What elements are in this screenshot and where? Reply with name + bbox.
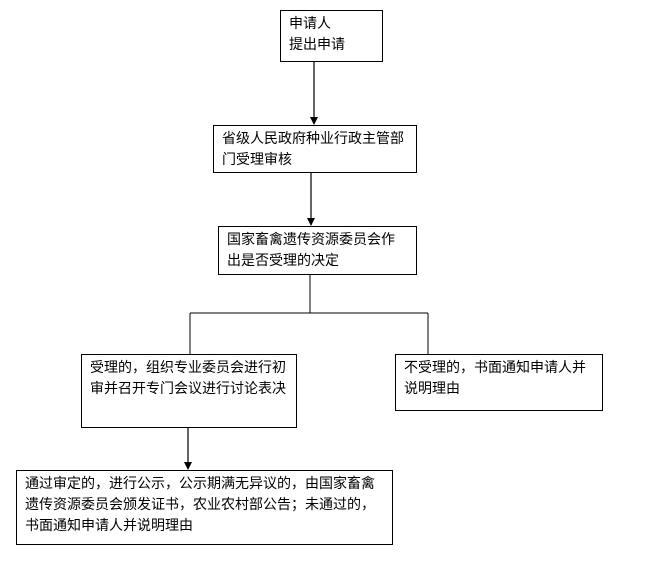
node-provincial-review: 省级人民政府种业行政主管部门受理审核 — [213, 125, 417, 173]
node-applicant-submits: 申请人 提出申请 — [280, 10, 383, 62]
node-final-outcome: 通过审定的，进行公示，公示期满无异议的，由国家畜禽遗传资源委员会颁发证书，农业农… — [16, 470, 393, 545]
node-accepted-review: 受理的，组织专业委员会进行初审并召开专门会议进行讨论表决 — [81, 354, 297, 428]
node-committee-decision: 国家畜禽遗传资源委员会作出是否受理的决定 — [218, 226, 417, 275]
node-not-accepted: 不受理的，书面通知申请人并说明理由 — [395, 354, 603, 411]
